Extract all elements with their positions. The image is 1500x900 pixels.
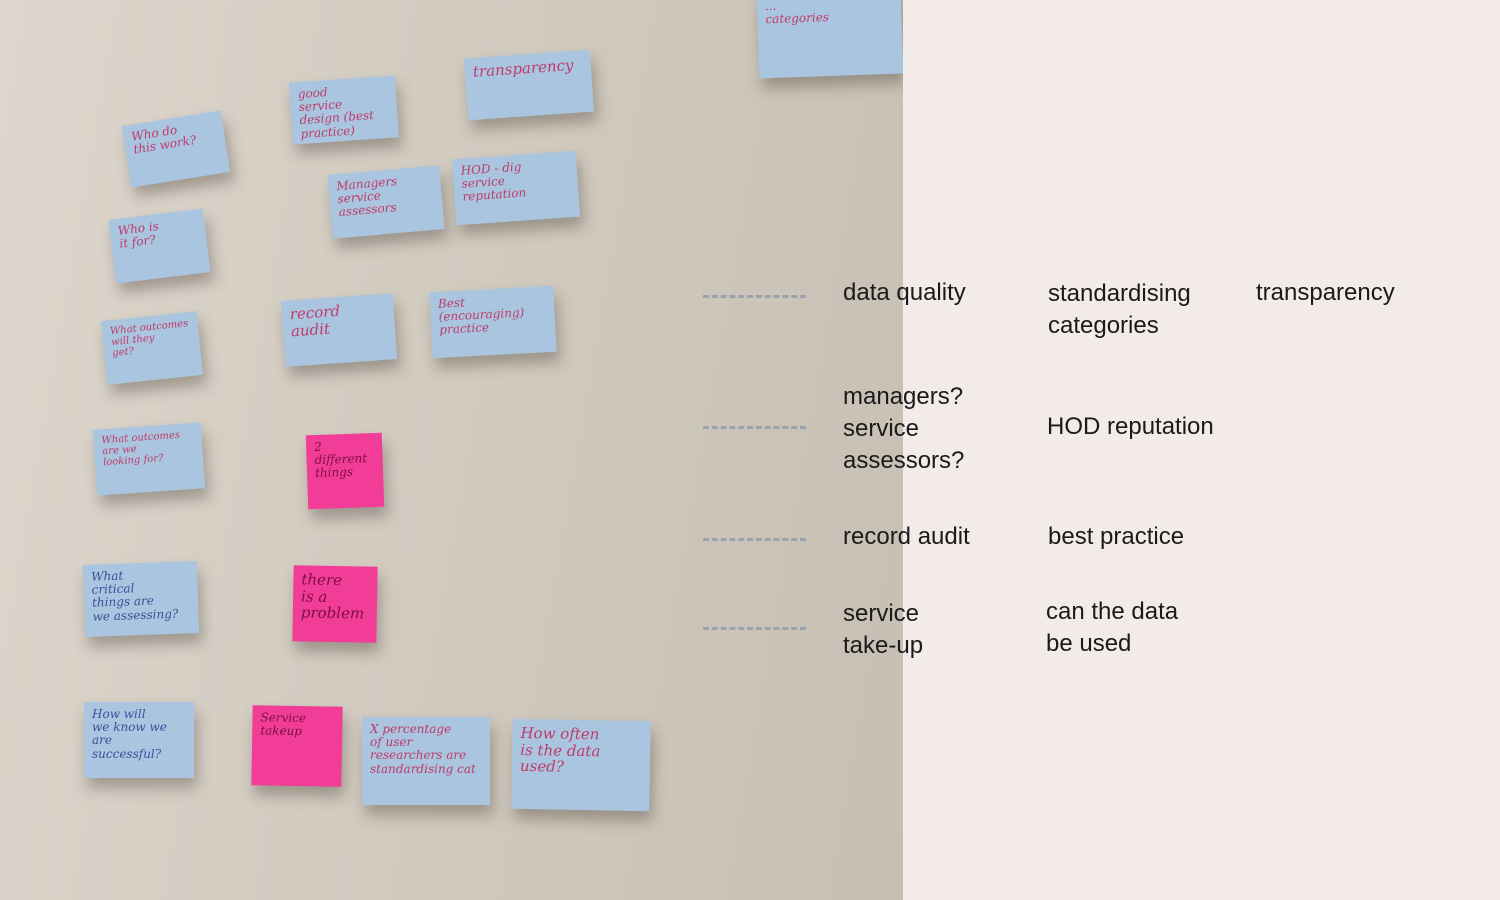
sticky-note: Managers service assessors [327, 165, 445, 239]
sticky-note: there is a problem [292, 565, 378, 643]
sticky-note: Best (encouraging) practice [429, 285, 557, 359]
connector-dash [703, 295, 806, 298]
sticky-note: Who is it for? [108, 208, 211, 284]
sticky-note: What outcomes are we looking for? [92, 422, 206, 496]
sticky-note: ... categories [756, 0, 903, 79]
label-record-audit: record audit [843, 523, 970, 550]
connector-dash [703, 627, 806, 630]
sticky-note: transparency [463, 49, 595, 121]
label-transparency: transparency [1256, 279, 1395, 306]
sticky-note: HOD - dig service reputation [451, 150, 581, 226]
sticky-note: Who do this work? [121, 110, 231, 188]
sticky-note: How will we know we are successful? [84, 702, 194, 778]
label-managers-service-assessors: managers? service assessors? [843, 383, 965, 474]
wall-photo: Who do this work? Who is it for? What ou… [0, 0, 903, 900]
sticky-note: How often is the data used? [511, 718, 651, 812]
sticky-note: good service design (best practice) [288, 75, 400, 145]
connector-dash [703, 426, 806, 429]
sticky-note: What critical things are we assessing? [82, 561, 200, 637]
connector-dash [703, 538, 806, 541]
sticky-note: record audit [280, 293, 398, 367]
label-data-quality: data quality [843, 279, 966, 306]
label-service-take-up: service take-up [843, 600, 924, 659]
sticky-note: Service takeup [251, 705, 343, 787]
label-can-the-data-be-used: can the data be used [1046, 598, 1179, 657]
sticky-note: X percentage of user researchers are sta… [362, 717, 490, 805]
sticky-note: 2 different things [305, 432, 385, 510]
label-best-practice: best practice [1048, 523, 1185, 550]
label-hod-reputation: HOD reputation [1047, 413, 1214, 440]
sticky-note: What outcomes will they get? [100, 311, 204, 385]
label-standardising-categories: standardising categories [1048, 280, 1191, 339]
